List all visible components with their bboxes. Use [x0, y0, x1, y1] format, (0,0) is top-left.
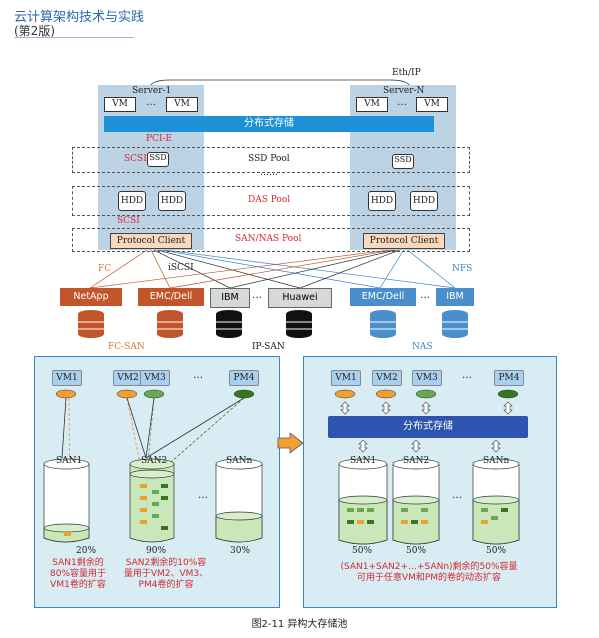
vm-box: VM	[416, 97, 448, 112]
san-label: SAN1	[350, 456, 377, 466]
distributed-storage-bar: 分布式存储	[328, 416, 528, 438]
right-panel-note: (SAN1+SAN2+…+SANn)剩余的50%容量 可用于任意VM和PM的卷的…	[340, 562, 518, 583]
protocol-client: Protocol Client	[110, 233, 192, 249]
ellipsis: …	[146, 97, 156, 108]
usage-percent: 30%	[230, 546, 251, 556]
server-1-label: Server-1	[132, 86, 172, 96]
vm-box: VM3	[412, 370, 442, 386]
header-divider	[14, 37, 134, 38]
hdd-icon: HDD	[118, 191, 146, 211]
arrow-right-icon	[277, 432, 304, 454]
ssd-icon: SSD	[147, 152, 169, 167]
das-pool-label: DAS Pool	[248, 195, 291, 205]
book-title: 云计算架构技术与实践	[14, 10, 145, 25]
hdd-icon: HDD	[368, 191, 396, 211]
vm-box: VM3	[140, 370, 170, 386]
storage-emc-dell: EMC/Dell	[138, 288, 204, 306]
storage-netapp: NetApp	[60, 288, 122, 306]
vm-box: VM1	[52, 370, 82, 386]
san-nas-pool-label: SAN/NAS Pool	[235, 234, 302, 244]
pcie-label: PCI-E	[146, 134, 173, 144]
san-label: SAN2	[141, 456, 168, 466]
scsi-label: SCSI	[117, 216, 140, 226]
scsi-label: SCSI	[124, 154, 147, 164]
ip-san-label: IP-SAN	[252, 342, 285, 352]
vm-box: VM	[356, 97, 388, 112]
ellipsis: …	[193, 370, 203, 381]
usage-percent: 50%	[352, 546, 373, 556]
ssd-pool-label: SSD Pool	[248, 154, 290, 164]
vm-box: VM2	[113, 370, 143, 386]
ellipsis: …	[462, 370, 472, 381]
usage-percent: 50%	[406, 546, 427, 556]
usage-percent: 20%	[76, 546, 97, 556]
left-panel-lines	[43, 389, 263, 543]
san-label: SAN2	[403, 456, 430, 466]
nas-label: NAS	[412, 342, 433, 352]
das-pool	[72, 186, 470, 216]
storage-ibm: IBM	[436, 288, 474, 306]
vm-box: VM1	[331, 370, 361, 386]
iscsi-label: iSCSI	[168, 263, 194, 273]
san-label: SANn	[483, 456, 510, 466]
storage-emc-dell: EMC/Dell	[350, 288, 416, 306]
vm-box: VM	[166, 97, 198, 112]
database-icon	[78, 310, 104, 338]
vm-box: PM4	[229, 370, 259, 386]
hdd-icon: HDD	[410, 191, 438, 211]
storage-ibm: IBM	[210, 288, 250, 308]
san-label: SAN1	[56, 456, 83, 466]
ssd-pool	[72, 147, 470, 173]
distributed-storage-bar: 分布式存储	[104, 116, 434, 132]
book-edition: (第2版)	[14, 24, 55, 38]
fc-label: FC	[98, 264, 112, 274]
storage-cylinders	[78, 310, 468, 338]
san2-note: SAN2剩余的10%容 量用于VM2、VM3、 PM4卷的扩容	[123, 558, 209, 590]
protocol-client: Protocol Client	[363, 233, 445, 249]
ellipsis: …	[420, 290, 430, 301]
ellipsis: ……	[260, 168, 278, 178]
usage-percent: 90%	[146, 546, 167, 556]
vm-box: VM2	[372, 370, 402, 386]
server-n-label: Server-N	[383, 86, 425, 96]
nfs-label: NFS	[452, 264, 473, 274]
usage-percent: 50%	[486, 546, 507, 556]
ellipsis: …	[397, 97, 407, 108]
right-panel-shapes	[334, 389, 520, 545]
vm-box: PM4	[494, 370, 524, 386]
ssd-icon: SSD	[392, 154, 414, 169]
san1-note: SAN1剩余的 80%容量用于 VM1卷的扩容	[49, 558, 106, 590]
vm-box: VM	[104, 97, 136, 112]
ellipsis: …	[252, 290, 262, 301]
ellipsis: …	[452, 490, 462, 501]
ellipsis: …	[198, 490, 208, 501]
figure-caption: 图2-11 异构大存储池	[251, 619, 348, 630]
server-1-column	[98, 85, 204, 250]
hdd-icon: HDD	[158, 191, 186, 211]
san-nas-pool	[72, 228, 470, 252]
san-label: SANn	[226, 456, 253, 466]
eth-ip-label: Eth/IP	[392, 68, 421, 78]
storage-huawei: Huawei	[268, 288, 332, 308]
fc-san-label: FC-SAN	[108, 342, 145, 352]
